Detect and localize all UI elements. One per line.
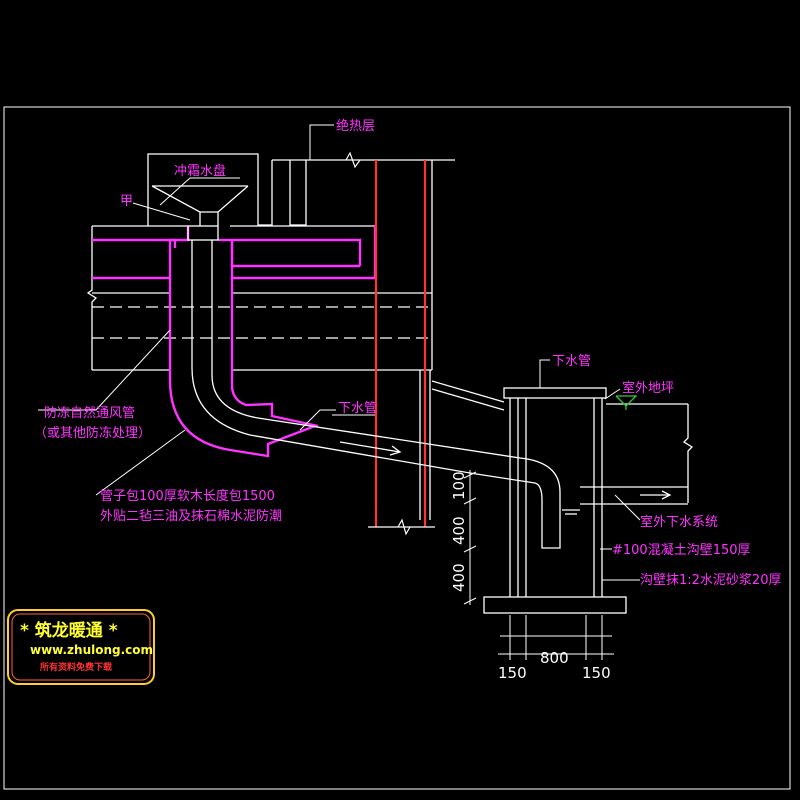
outdoor-ground-label: 室外地坪: [622, 380, 674, 396]
wall-label-1: #100混凝土沟壁150厚: [612, 542, 751, 558]
frost-tray-label: 冲霜水盘: [174, 163, 226, 179]
wrap-label-2: 外贴二毡三油及抹石棉水泥防潮: [100, 508, 282, 524]
dim-400-lower: 400: [450, 563, 468, 592]
room-structure: [86, 153, 455, 520]
dimension-lines: [463, 470, 614, 660]
vent-pipe-label-2: （或其他防冻处理）: [34, 425, 151, 441]
logo-url: www.zhulong.com: [30, 643, 153, 657]
drain-pipe-label-top: 下水管: [552, 354, 591, 369]
jia-label: 甲: [120, 194, 133, 209]
dim-800: 800: [540, 649, 569, 667]
drain-pipe-label-left: 下水管: [338, 401, 377, 416]
ground-level-marker: [615, 395, 638, 410]
logo-note: 所有资料免费下载: [40, 661, 112, 673]
drain-pit: [483, 387, 694, 614]
dim-150-left: 150: [498, 664, 527, 682]
outdoor-drain-label: 室外下水系统: [640, 514, 718, 530]
dim-100: 100: [450, 471, 468, 500]
drawing-frame: [3, 106, 791, 790]
leader-lines: [38, 124, 641, 581]
insulation-label: 绝热层: [336, 118, 375, 134]
dim-150-right: 150: [582, 664, 611, 682]
zhulong-logo: * 筑龙暖通 * www.zhulong.com 所有资料免费下载: [7, 609, 155, 685]
slope-pipe: [431, 380, 505, 411]
wrap-label-1: 管子包100厚软木长度包1500: [100, 488, 275, 504]
vent-pipe-dashed: [92, 306, 432, 339]
drain-pipe: [187, 225, 561, 549]
red-pipes: [374, 160, 427, 527]
vent-pipe-label-1: 防冻自然通风管: [44, 405, 135, 421]
dim-400-upper: 400: [450, 516, 468, 545]
insulation-layers: [92, 226, 377, 458]
logo-title: * 筑龙暖通 *: [20, 620, 118, 641]
wall-label-2: 沟壁抹1:2水泥砂浆20厚: [640, 573, 781, 588]
red-pipe-breaks: [345, 151, 435, 536]
